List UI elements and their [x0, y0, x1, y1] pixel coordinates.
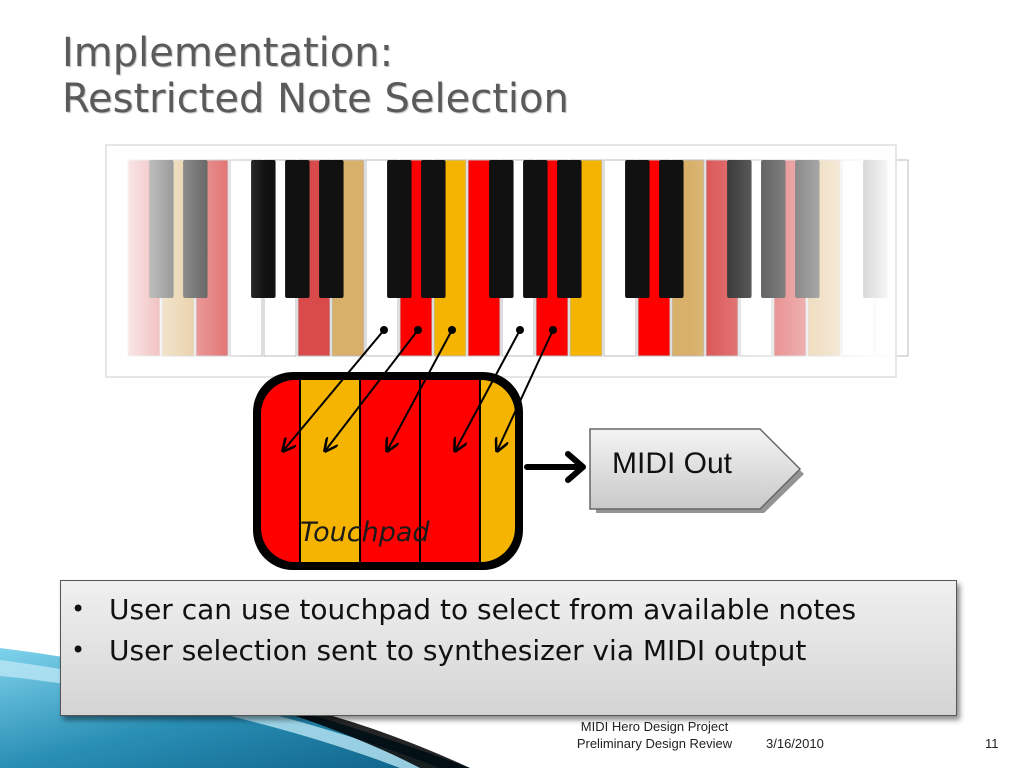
- touchpad-strip: [480, 380, 515, 562]
- white-key: [161, 159, 195, 357]
- black-key: [251, 160, 276, 298]
- title-line-2: Restricted Note Selection: [62, 76, 569, 122]
- white-key: [603, 159, 637, 357]
- midi-out-shape: [589, 428, 804, 513]
- touchpad-strip: [261, 380, 300, 562]
- white-key: [433, 159, 467, 357]
- key-mapping-dot: [414, 326, 422, 334]
- white-key: [569, 159, 603, 357]
- piano-keyboard: [105, 144, 909, 378]
- black-key: [761, 160, 786, 298]
- white-key: [399, 159, 433, 357]
- bullet-icon: •: [71, 636, 86, 664]
- white-key: [195, 159, 229, 357]
- bullet-item: • User selection sent to synthesizer via…: [71, 630, 944, 671]
- white-key: [127, 159, 161, 357]
- key-mapping-dot: [380, 326, 388, 334]
- mapping-arrows: [283, 326, 557, 451]
- white-key: [331, 159, 365, 357]
- bullet-text: User selection sent to synthesizer via M…: [109, 634, 807, 667]
- midi-out-box: MIDI Out: [588, 427, 804, 513]
- key-mapping-dot: [549, 326, 557, 334]
- slide-title: Implementation: Restricted Note Selectio…: [62, 30, 569, 122]
- bullet-box: • User can use touchpad to select from a…: [60, 580, 957, 716]
- bullet-icon: •: [71, 595, 86, 623]
- bullet-text: User can use touchpad to select from ava…: [109, 593, 857, 626]
- black-key: [319, 160, 344, 298]
- key-mapping-arrow: [497, 329, 554, 451]
- footer-date: 3/16/2010: [766, 736, 824, 751]
- black-key: [659, 160, 684, 298]
- touchpad-label: Touchpad: [300, 517, 430, 548]
- key-mapping-arrow: [455, 329, 521, 451]
- key-mapping-dot: [516, 326, 524, 334]
- white-key: [535, 159, 569, 357]
- black-key: [149, 160, 174, 298]
- bullet-item: • User can use touchpad to select from a…: [71, 589, 944, 630]
- white-key: [229, 159, 263, 357]
- keyboard-fade-left: [106, 145, 266, 377]
- white-key: [365, 159, 399, 357]
- black-key: [863, 160, 888, 298]
- keyboard-fade-right: [690, 145, 896, 377]
- white-key: [637, 159, 671, 357]
- white-key: [263, 159, 297, 357]
- black-key: [489, 160, 514, 298]
- black-key: [421, 160, 446, 298]
- footer-project: MIDI Hero Design Project Preliminary Des…: [562, 718, 747, 752]
- keyboard-frame: [105, 144, 897, 378]
- bullet-list: • User can use touchpad to select from a…: [61, 581, 956, 671]
- output-arrow: [524, 451, 586, 483]
- white-key: [297, 159, 331, 357]
- white-key: [467, 159, 501, 357]
- key-mapping-dot: [448, 326, 456, 334]
- black-key: [795, 160, 820, 298]
- midi-out-label: MIDI Out: [612, 447, 733, 480]
- white-key: [875, 159, 909, 357]
- footer-page-number: 11: [985, 736, 999, 751]
- black-key: [625, 160, 650, 298]
- white-key: [671, 159, 705, 357]
- footer-project-line-1: MIDI Hero Design Project: [580, 719, 729, 734]
- white-key: [807, 159, 841, 357]
- black-key: [387, 160, 412, 298]
- key-mapping-arrow: [283, 329, 385, 451]
- black-key: [183, 160, 208, 298]
- white-key: [773, 159, 807, 357]
- key-mapping-arrow: [325, 329, 419, 451]
- white-key: [739, 159, 773, 357]
- white-key: [841, 159, 875, 357]
- black-key: [285, 160, 310, 298]
- title-line-1: Implementation:: [62, 30, 394, 76]
- black-key: [523, 160, 548, 298]
- black-key: [557, 160, 582, 298]
- black-key: [727, 160, 752, 298]
- footer-project-line-2: Preliminary Design Review: [576, 736, 733, 751]
- key-mapping-arrow: [387, 329, 453, 451]
- white-key: [705, 159, 739, 357]
- white-key: [501, 159, 535, 357]
